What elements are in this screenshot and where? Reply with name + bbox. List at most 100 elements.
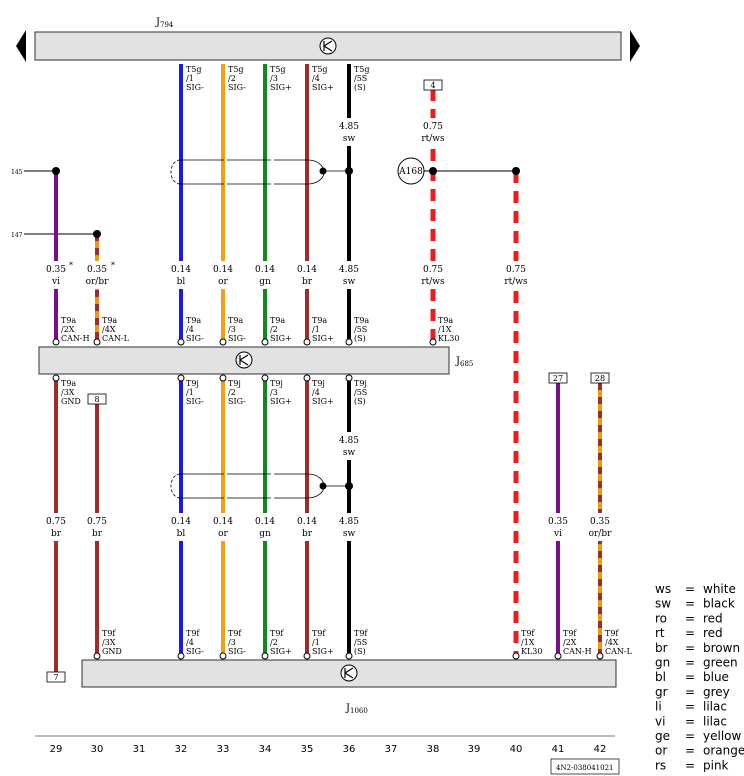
connector-pin — [177, 338, 185, 346]
wire-spec: 0.75 — [46, 517, 66, 527]
legend-name: brown — [703, 641, 740, 655]
pin-label: /2 — [270, 325, 278, 334]
wire-mark: * — [69, 261, 73, 270]
legend-eq: = — [685, 685, 695, 699]
pin-label: /1 — [312, 325, 320, 334]
pin-label: /3X — [102, 638, 116, 647]
pin-label: CAN-H — [563, 647, 592, 656]
legend-eq: = — [685, 729, 695, 743]
wire-label-bg — [85, 513, 109, 541]
pin-label: T9f — [102, 629, 116, 638]
legend-eq: = — [685, 611, 695, 625]
wire-label-bg — [421, 118, 445, 146]
pin-label: SIG+ — [312, 83, 334, 92]
pin-label: SIG- — [228, 647, 246, 656]
junction-dot — [93, 230, 101, 238]
legend-eq: = — [685, 744, 695, 758]
legend-code: br — [655, 641, 668, 655]
wire-label-bg — [337, 513, 361, 541]
column-number: 29 — [50, 744, 63, 755]
pin-label: SIG+ — [312, 647, 334, 656]
legend-code: bl — [655, 670, 666, 684]
connector-pin — [219, 374, 227, 382]
pin-label: SIG- — [186, 334, 204, 343]
pin-label: GND — [61, 397, 81, 406]
pin-label: /4 — [312, 388, 320, 397]
continue-right-arrow-icon — [630, 30, 640, 62]
label-j1060: J1060 — [345, 703, 368, 715]
wire-label-bg — [85, 261, 109, 289]
pin-label: SIG+ — [270, 83, 292, 92]
wire-spec: 0.14 — [171, 517, 191, 527]
wire-spec: br — [51, 529, 62, 539]
plug-number: 7 — [53, 673, 58, 682]
connector-pin — [345, 652, 353, 660]
pin-label: (S) — [354, 647, 366, 656]
pin-label: T9a — [102, 316, 117, 325]
pin-label: SIG+ — [270, 334, 292, 343]
wire-spec: or — [218, 277, 228, 287]
pin-label: /2X — [61, 325, 75, 334]
wire-label-bg — [546, 513, 570, 541]
pin-label: SIG+ — [270, 397, 292, 406]
connector-pin — [554, 652, 562, 660]
pin-label: /1 — [186, 74, 194, 83]
connector-pin — [177, 652, 185, 660]
wire-label-bg — [211, 513, 235, 541]
legend-code: gr — [655, 685, 668, 699]
pin-label: T9j — [312, 379, 325, 388]
wire-label-bg — [295, 261, 319, 289]
column-number: 35 — [301, 744, 314, 755]
junction-dot — [345, 167, 353, 175]
legend-name: black — [703, 597, 735, 611]
wire-spec: 0.35 — [548, 517, 568, 527]
connector-pin — [261, 652, 269, 660]
pin-label: /4 — [186, 638, 194, 647]
pin-label: /4X — [605, 638, 619, 647]
wire-label-bg — [253, 513, 277, 541]
column-number: 33 — [217, 744, 230, 755]
legend-code: ge — [655, 729, 670, 743]
pin-label: T9a — [438, 316, 453, 325]
column-number: 42 — [594, 744, 607, 755]
legend-name: red — [703, 611, 723, 625]
wire-spec: 0.14 — [255, 265, 275, 275]
shield-junction — [319, 167, 327, 175]
pin-label: T9j — [228, 379, 241, 388]
connector-pin — [429, 338, 437, 346]
pin-label: SIG+ — [270, 647, 292, 656]
column-number: 36 — [343, 744, 356, 755]
legend-eq: = — [685, 670, 695, 684]
connector-pin — [303, 338, 311, 346]
column-number: 39 — [468, 744, 481, 755]
a168-circle — [397, 157, 425, 185]
wire-spec: 0.14 — [171, 265, 191, 275]
wire-spec: rt/ws — [504, 277, 528, 287]
wire-label-bg — [337, 261, 361, 289]
connector-pin — [261, 374, 269, 382]
pin-label: KL30 — [521, 647, 542, 656]
pin-label: /1X — [438, 325, 452, 334]
wire-spec: bl — [177, 529, 186, 539]
wire-spec: 4.85 — [339, 122, 359, 132]
wire-label-bg — [44, 513, 68, 541]
wire-label-bg — [169, 513, 193, 541]
pin-label: /4X — [102, 325, 116, 334]
pin-label: T9a — [228, 316, 243, 325]
wire-mark: * — [111, 261, 115, 270]
pin-label: (S) — [354, 397, 366, 406]
wire-spec: 0.75 — [506, 265, 526, 275]
pin-label: T9f — [312, 629, 326, 638]
pin-label: CAN-H — [61, 334, 90, 343]
label-j685: J685 — [455, 356, 473, 368]
connector-pin — [219, 338, 227, 346]
column-number: 34 — [259, 744, 272, 755]
pin-label: T9f — [228, 629, 242, 638]
pin-label: T5g — [228, 65, 244, 74]
pin-label: T5g — [312, 65, 328, 74]
pin-label: /2 — [228, 74, 236, 83]
pin-label: T5g — [354, 65, 370, 74]
pin-label: T9f — [270, 629, 284, 638]
pin-label: SIG- — [186, 647, 204, 656]
pin-label: /1X — [521, 638, 535, 647]
